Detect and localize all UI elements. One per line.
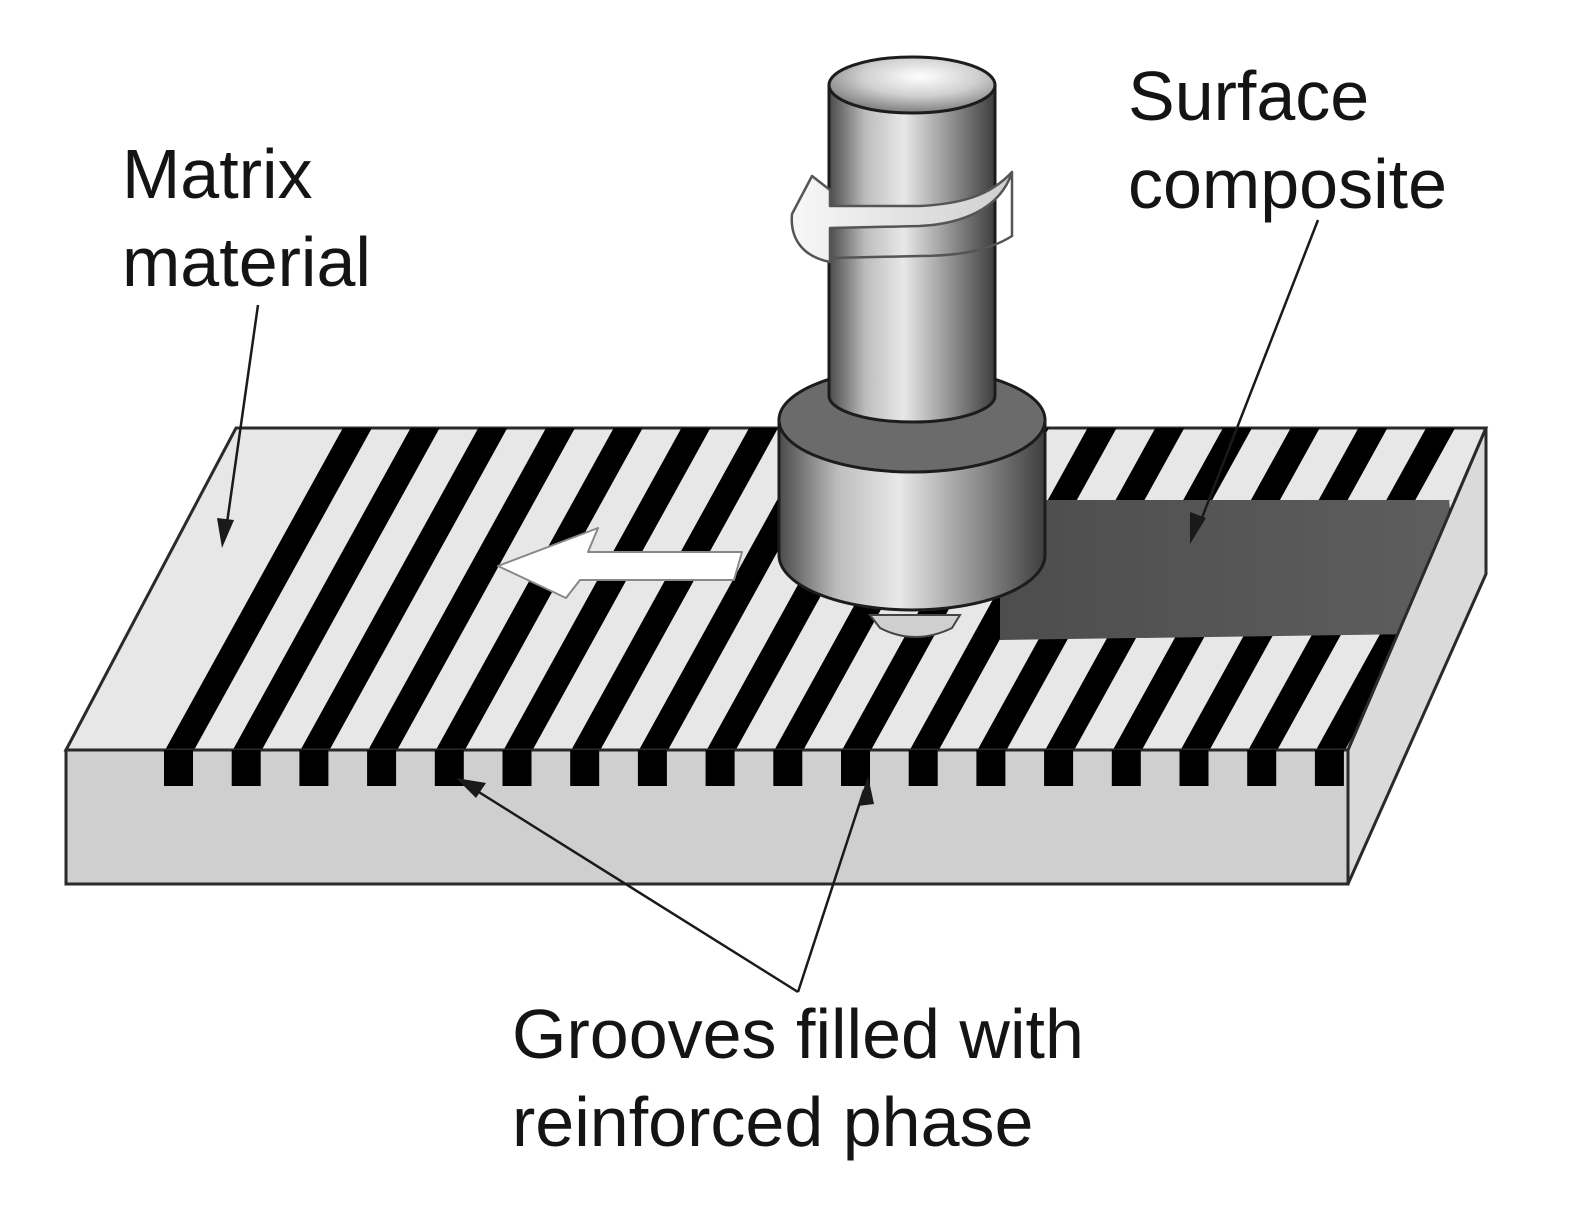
rotation-arrow-icon (790, 170, 1014, 264)
leader-lines (224, 219, 1320, 994)
grooves-leader-line-right (796, 789, 866, 993)
surface-label-line2: composite (1128, 145, 1448, 223)
matrix-label-line2: material (122, 223, 371, 301)
groove-end (637, 750, 667, 786)
groove-end (231, 750, 261, 786)
matrix-arrowhead (217, 518, 234, 548)
grooves-label-line2: reinforced phase (512, 1083, 1034, 1161)
tool-shank (827, 83, 997, 424)
surface-label-line1: Surface (1128, 57, 1370, 135)
tool-shank-top (827, 55, 997, 115)
plate-side-face (1346, 427, 1488, 885)
matrix-label-line1: Matrix (122, 135, 313, 213)
groove-stripe (299, 428, 509, 750)
tool-shoulder (777, 418, 1047, 612)
groove-end (773, 750, 803, 786)
surface-composite-arrowhead (1190, 512, 1206, 544)
surface-composite-leader-line (1196, 219, 1320, 529)
groove-end (502, 750, 532, 786)
matrix-leader-line (224, 304, 260, 531)
groove-stripe (231, 428, 441, 750)
groove-ends-front (164, 750, 1344, 786)
grooves-label-line1: Grooves filled with (512, 995, 1084, 1073)
traverse-direction-arrow-icon (497, 527, 743, 599)
groove-end (299, 750, 329, 786)
matrix-material-label: Matrix material (122, 130, 371, 306)
groove-end (976, 750, 1006, 786)
groove-end (1111, 750, 1141, 786)
groove-end (570, 750, 600, 786)
groove-end (908, 750, 938, 786)
groove-end (1247, 750, 1277, 786)
groove-end (705, 750, 735, 786)
groove-end (1044, 750, 1074, 786)
groove-end (841, 750, 870, 786)
grooves-leader-line-left (465, 782, 799, 994)
groove-end (367, 750, 397, 786)
groove-end (1179, 750, 1209, 786)
groove-end (164, 750, 193, 786)
groove-stripe (367, 428, 577, 750)
surface-composite-label: Surface composite (1128, 52, 1447, 228)
groove-stripe (434, 428, 644, 750)
grooves-arrowhead-right (858, 776, 874, 806)
rotation-arrow-back (829, 172, 1014, 260)
groove-stripe (502, 428, 712, 750)
leader-arrowheads (217, 512, 1206, 806)
surface-composite-track (1000, 500, 1452, 640)
groove-stripe (570, 428, 780, 750)
groove-stripe (164, 428, 373, 750)
grooves-arrowhead-left (456, 778, 486, 798)
groove-end (1314, 750, 1344, 786)
tool-pin (867, 614, 962, 638)
grooves-label: Grooves filled with reinforced phase (512, 990, 1084, 1166)
